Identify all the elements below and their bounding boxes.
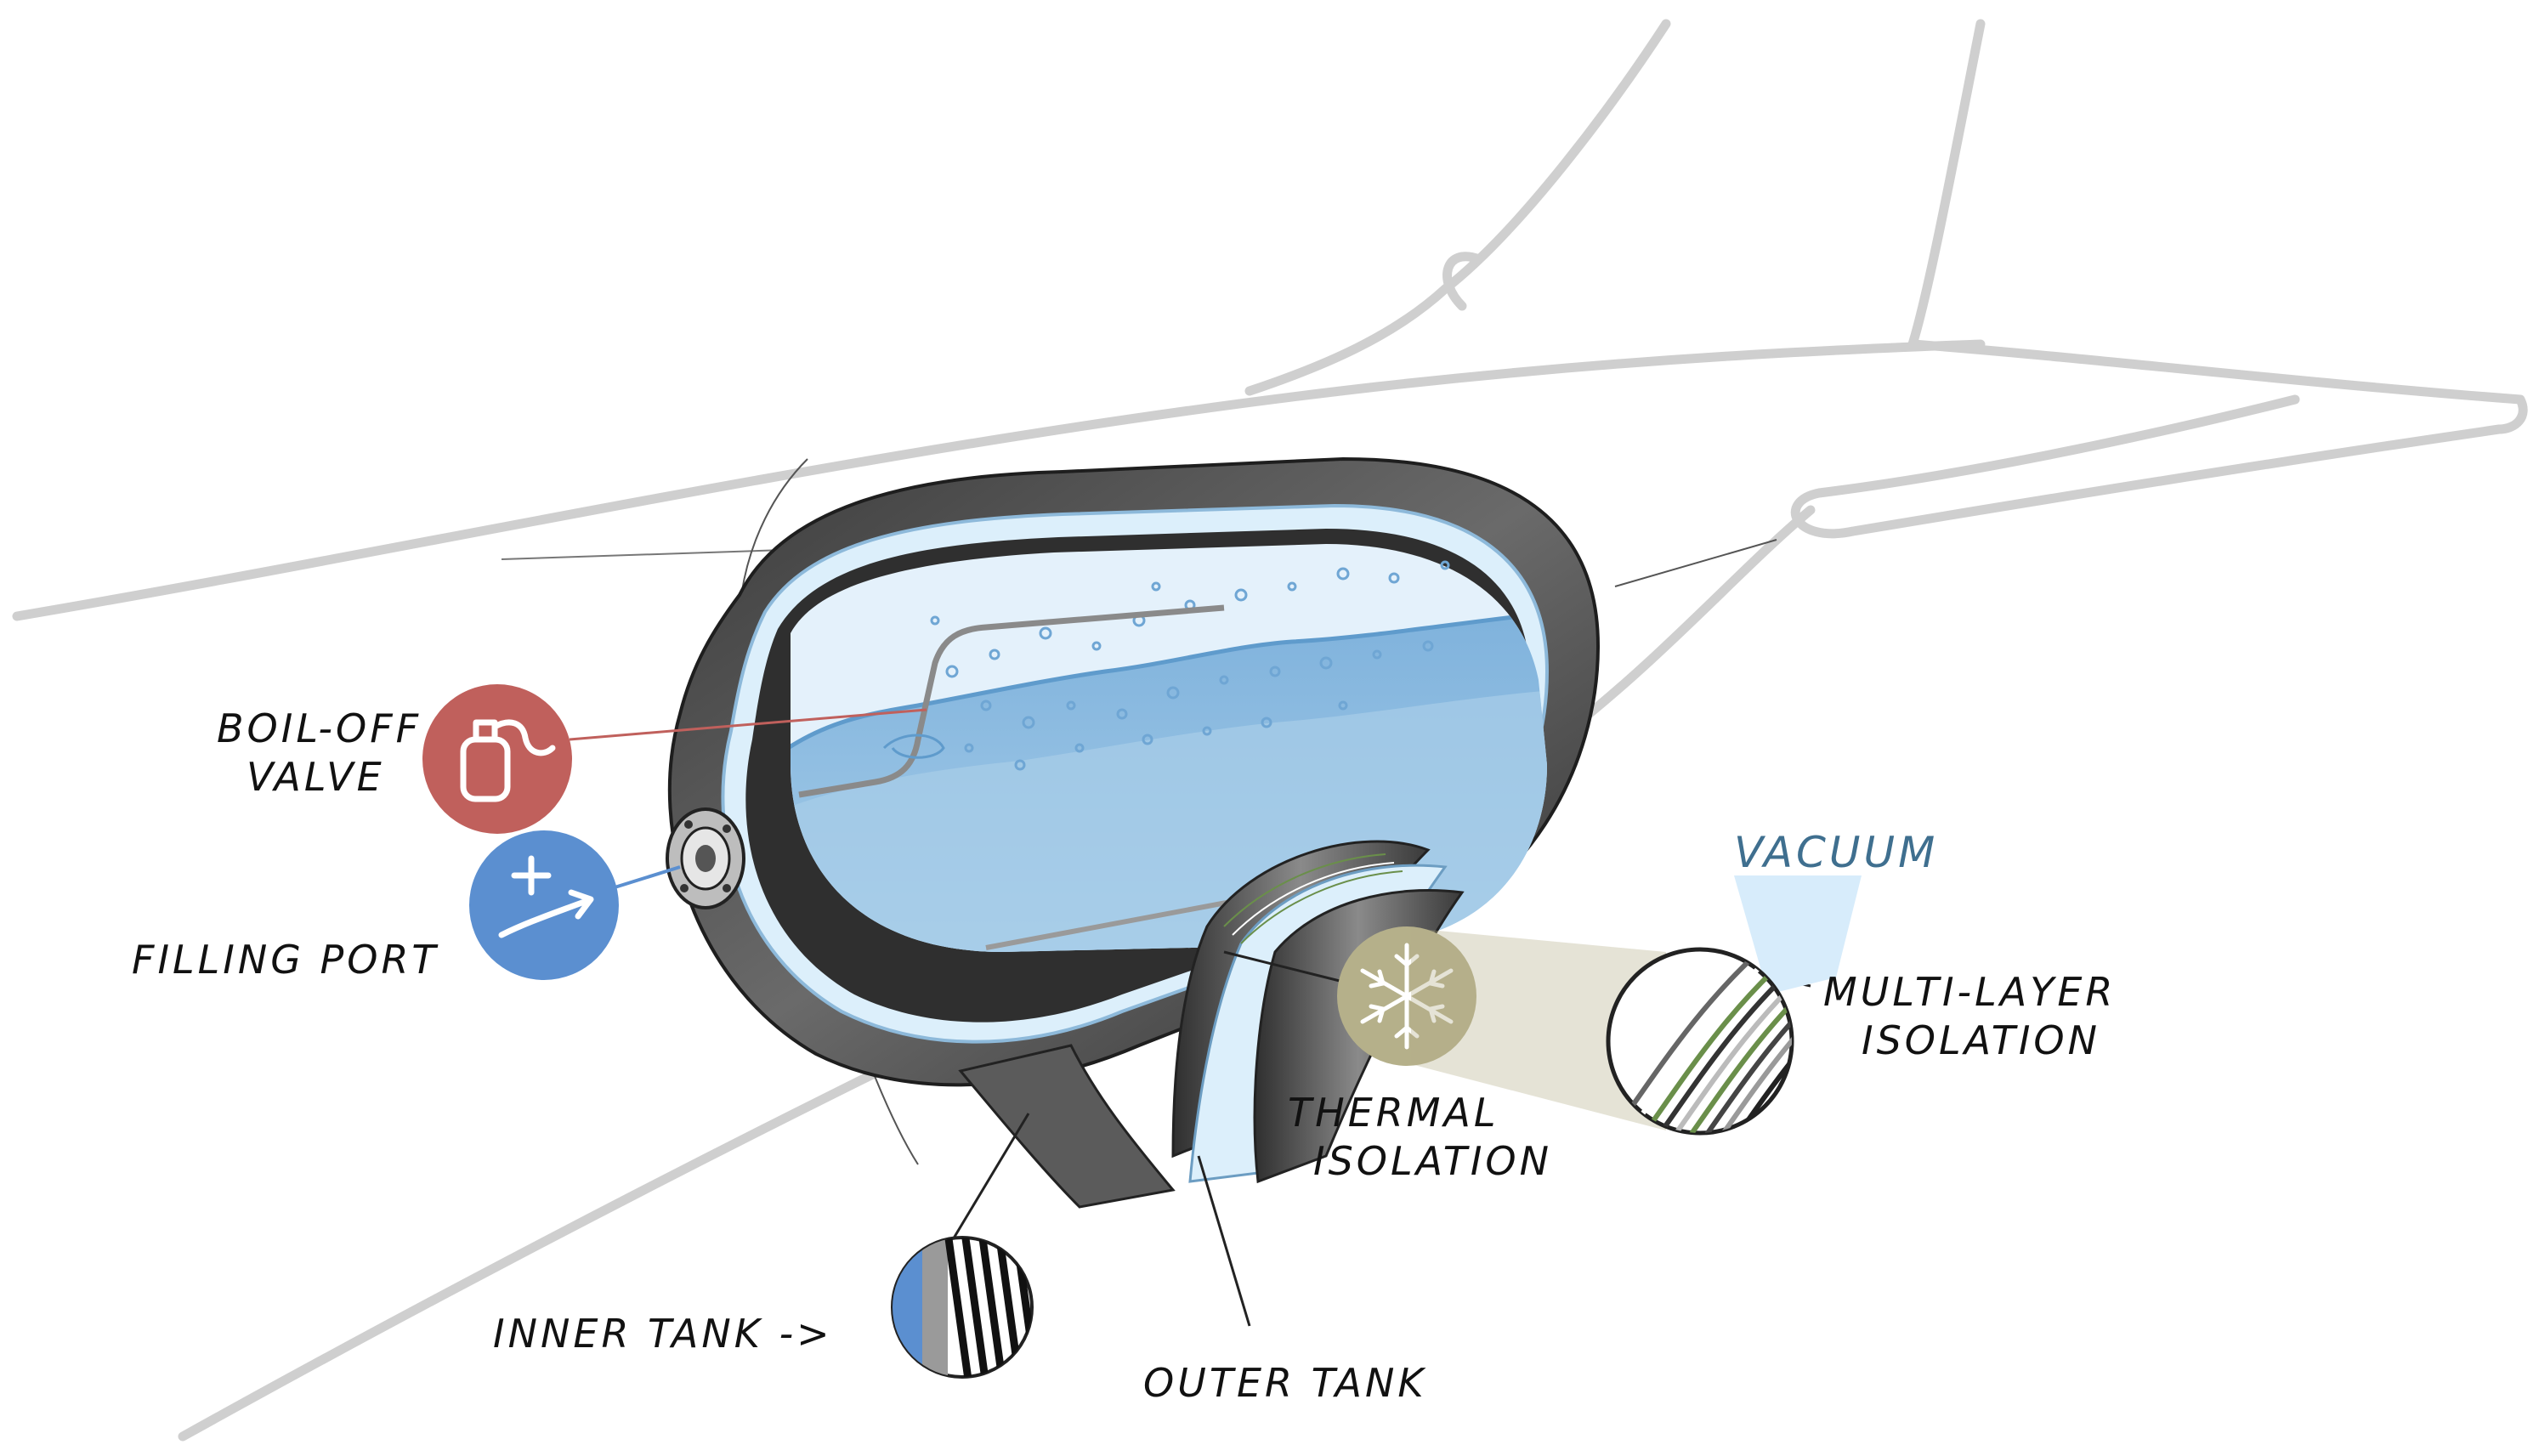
wing-upper-edge: [1244, 19, 1671, 396]
boil-off-valve-badge: [422, 684, 572, 834]
thermal-isolation-badge: [1337, 926, 1476, 1066]
snowflake-icon: [1360, 943, 1454, 1050]
multi-layer-label-line2: ISOLATION: [1862, 1017, 2100, 1063]
outer-tank-leader: [1197, 1155, 1251, 1327]
filling-port-flange: [666, 807, 745, 909]
boil-off-valve-label-line2: VALVE: [247, 754, 385, 800]
vacuum-band: [1734, 875, 1862, 994]
filling-port-label: FILLING PORT: [132, 937, 439, 983]
fuselage-inner-line-right: [1614, 539, 1777, 587]
boil-off-valve-label-line1: BOIL-OFF: [217, 705, 422, 751]
multi-layer-stripes: [1223, 853, 1403, 944]
vertical-tail: [1907, 19, 1986, 349]
inner-tank-label: INNER TANK ->: [493, 1311, 833, 1357]
plus-arrow-icon: [498, 855, 594, 938]
boil-off-leader: [569, 708, 927, 741]
multi-layer-label-line1: MULTI-LAYER: [1823, 969, 2116, 1015]
gas-cylinder-icon: [460, 719, 556, 802]
thermal-isolation-label-line2: ISOLATION: [1313, 1138, 1552, 1184]
vacuum-label: VACUUM: [1734, 828, 1938, 877]
liquid-swirl: [882, 734, 945, 759]
gas-bubbles: [930, 560, 1450, 771]
outer-tank-label: OUTER TANK: [1143, 1360, 1427, 1406]
filling-port-leader: [611, 865, 681, 890]
horizontal-stabilizer: [1790, 339, 2528, 539]
filling-port-badge: [469, 830, 619, 980]
boil-off-pipe: [798, 604, 1225, 798]
wing-fillet: [1442, 252, 1484, 311]
multi-layer-zoom-circle: [1606, 947, 1794, 1136]
thermal-leader: [1223, 950, 1361, 988]
thermal-isolation-label-line1: THERMAL: [1288, 1090, 1499, 1136]
fuselage-upper-line: [12, 339, 1986, 621]
tank-bottom-fold: [958, 1044, 1176, 1209]
inner-tank-zoom-circle: [891, 1236, 1034, 1379]
aircraft-outline: [12, 19, 2528, 1442]
inner-tank-leader: [950, 1113, 1030, 1242]
zoom-cone: [1411, 928, 1666, 1130]
